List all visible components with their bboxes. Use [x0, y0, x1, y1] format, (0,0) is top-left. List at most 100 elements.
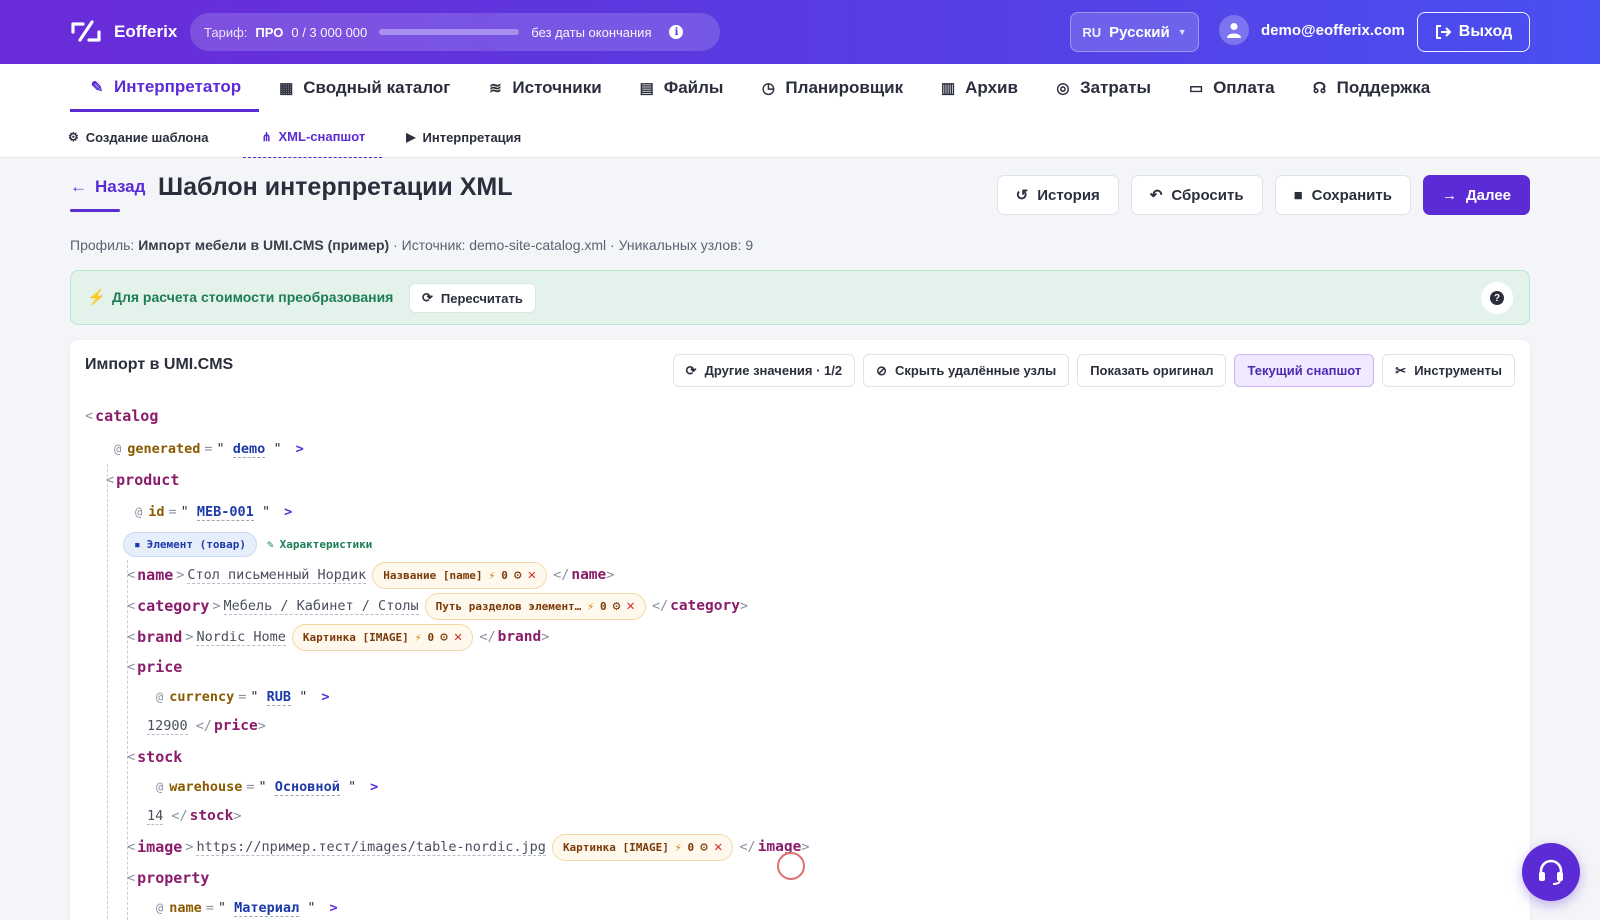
xml-node-price[interactable]: <price — [127, 658, 183, 676]
tab-scheduler[interactable]: ◷Планировщик — [741, 64, 921, 112]
avatar — [1219, 15, 1249, 45]
mapping-chip[interactable]: Название [name]⚡0⚙✕ — [372, 561, 548, 589]
node-value[interactable]: https://пример.тест/images/table-nordic.… — [196, 838, 546, 856]
xml-node-stock[interactable]: <stock — [127, 748, 183, 766]
back-link[interactable]: ← Назад — [70, 177, 145, 197]
info-icon[interactable]: i — [669, 25, 684, 39]
recalculate-button[interactable]: ⟳Пересчитать — [409, 283, 536, 313]
logout-button[interactable]: Выход — [1417, 12, 1530, 52]
attr-value[interactable]: Основной — [274, 778, 340, 796]
subtab-label: Создание шаблона — [85, 129, 209, 145]
closing-tag: image — [757, 839, 802, 855]
tag-name: category — [137, 597, 210, 615]
attr-name: generated — [127, 441, 201, 457]
close-icon[interactable]: ✕ — [626, 598, 635, 614]
attr-value[interactable]: demo — [232, 440, 266, 458]
undo-icon: ↶ — [1149, 187, 1163, 204]
tab-catalog[interactable]: ▦Сводный каталог — [259, 64, 468, 112]
subtab-create-template[interactable]: ⚙ Создание шаблона — [68, 116, 225, 158]
app-logo[interactable]: Eofferix — [70, 18, 177, 46]
node-value[interactable]: Nordic Home — [196, 628, 286, 646]
language-select[interactable]: RU Русский ▼ — [1070, 12, 1199, 52]
support-chat-button[interactable] — [1522, 843, 1580, 901]
xml-node-catalog[interactable]: <catalog — [85, 407, 159, 425]
tab-files[interactable]: ▤Файлы — [620, 64, 742, 112]
gear-icon[interactable]: ⚙ — [700, 839, 708, 855]
show-original-button[interactable]: Показать оригинал — [1077, 354, 1227, 387]
xml-text-price[interactable]: 12900 </price> — [147, 717, 266, 735]
gear-icon[interactable]: ⚙ — [513, 567, 522, 583]
element-pill[interactable]: ▪Элемент (товар) — [123, 532, 257, 557]
node-value[interactable]: 14 — [147, 807, 164, 825]
subtab-interpretation[interactable]: ▶Интерпретация — [406, 116, 538, 158]
profile-label: Профиль: — [70, 237, 135, 253]
attr-value[interactable]: RUB — [266, 688, 292, 706]
xml-node-image[interactable]: <image> https://пример.тест/images/table… — [127, 832, 811, 862]
attr-name: name — [169, 900, 202, 916]
save-button[interactable]: ■Сохранить — [1274, 175, 1411, 215]
tools-button[interactable]: ✂Инструменты — [1382, 354, 1515, 387]
gear-icon[interactable]: ⚙ — [440, 629, 448, 645]
tab-label: Оплата — [1213, 78, 1275, 97]
tab-costs[interactable]: ◎Затраты — [1036, 64, 1169, 112]
tab-support[interactable]: ☊Поддержка — [1293, 64, 1449, 112]
xml-node-brand[interactable]: <brand> Nordic Home Картинка [IMAGE]⚡0⚙✕… — [127, 622, 551, 652]
reset-button[interactable]: ↶Сбросить — [1130, 175, 1263, 215]
close-icon[interactable]: ✕ — [453, 629, 463, 645]
tag-name: stock — [137, 748, 183, 766]
calendar-icon: ▪ — [134, 538, 141, 551]
gear-icon[interactable]: ⚙ — [612, 598, 621, 614]
folders-icon: ▤ — [639, 80, 654, 97]
closing-tag: brand — [497, 629, 542, 645]
subtab-xml-snapshot[interactable]: ⋔XML-снапшот — [243, 116, 383, 158]
close-icon[interactable]: ✕ — [713, 839, 723, 855]
tab-label: Источники — [512, 78, 602, 97]
xml-attr-warehouse[interactable]: @warehouse=" Основной "> — [156, 778, 379, 796]
other-values-button[interactable]: ⟳Другие значения · 1/2 — [672, 354, 856, 387]
closing-tag: stock — [189, 808, 234, 824]
tab-label: Поддержка — [1336, 78, 1431, 97]
tab-interpreter[interactable]: ✎Интерпретатор — [70, 64, 260, 112]
properties-pill[interactable]: ✎Характеристики — [257, 532, 382, 557]
mapping-chip[interactable]: Картинка [IMAGE]⚡0⚙✕ — [551, 833, 734, 861]
history-button[interactable]: ↺История — [996, 175, 1119, 215]
next-button[interactable]: →Далее — [1422, 175, 1530, 215]
chip-label: Картинка [IMAGE] — [562, 840, 669, 854]
hide-deleted-button[interactable]: ⊘Скрыть удалённые узлы — [863, 354, 1070, 387]
node-value[interactable]: Мебель / Кабинет / Столы — [223, 597, 419, 615]
xml-text-stock[interactable]: 14 </stock> — [147, 807, 242, 825]
tab-archive[interactable]: ▥Архив — [921, 64, 1036, 112]
closing-tag: price — [214, 718, 258, 734]
node-value[interactable]: 12900 — [147, 717, 188, 735]
attr-value[interactable]: Материал — [234, 899, 300, 917]
snapshot-card: Импорт в UMI.CMS ⟳Другие значения · 1/2 … — [70, 340, 1530, 920]
close-icon[interactable]: ✕ — [527, 567, 537, 583]
mapping-chip[interactable]: Путь разделов элемент…⚡0⚙✕ — [424, 592, 646, 620]
gear-icon: ⚙ — [68, 130, 79, 144]
xml-node-name[interactable]: <name> Стол письменный Нордик Название [… — [127, 560, 616, 590]
xml-node-property[interactable]: <property — [127, 869, 210, 887]
chevron-down-icon: ▼ — [1177, 27, 1187, 37]
closing-tag: category — [670, 598, 740, 614]
tab-payment[interactable]: ▭Оплата — [1169, 64, 1293, 112]
current-snapshot-button[interactable]: Текущий снапшот — [1234, 354, 1375, 387]
attr-value[interactable]: MEB-001 — [196, 503, 254, 521]
logout-icon — [1435, 25, 1451, 39]
node-value[interactable]: Стол письменный Нордик — [187, 566, 367, 584]
xml-attr-generated[interactable]: @generated=" demo "> — [114, 440, 304, 458]
tariff-plan: ПРО — [255, 24, 284, 40]
tag-name: catalog — [95, 407, 159, 425]
eye-slash-icon: ⊘ — [876, 362, 888, 378]
xml-attr-id[interactable]: @id=" MEB-001 "> — [135, 503, 293, 521]
xml-attr-prop-name[interactable]: @name=" Материал "> — [156, 899, 338, 917]
help-button[interactable]: ? — [1481, 282, 1513, 314]
mapping-chip[interactable]: Картинка [IMAGE]⚡0⚙✕ — [291, 623, 474, 651]
attr-name: id — [148, 504, 165, 520]
user-menu[interactable]: demo@eofferix.com — [1219, 15, 1405, 45]
tab-sources[interactable]: ≋Источники — [468, 64, 619, 112]
xml-node-category[interactable]: <category> Мебель / Кабинет / Столы Путь… — [127, 591, 750, 621]
tab-label: Архив — [965, 78, 1018, 97]
xml-attr-currency[interactable]: @currency=" RUB "> — [156, 688, 330, 706]
sub-tabs: ⚙ Создание шаблона ⋔XML-снапшот ▶Интерпре… — [68, 116, 562, 158]
xml-node-product[interactable]: <product — [106, 471, 180, 489]
